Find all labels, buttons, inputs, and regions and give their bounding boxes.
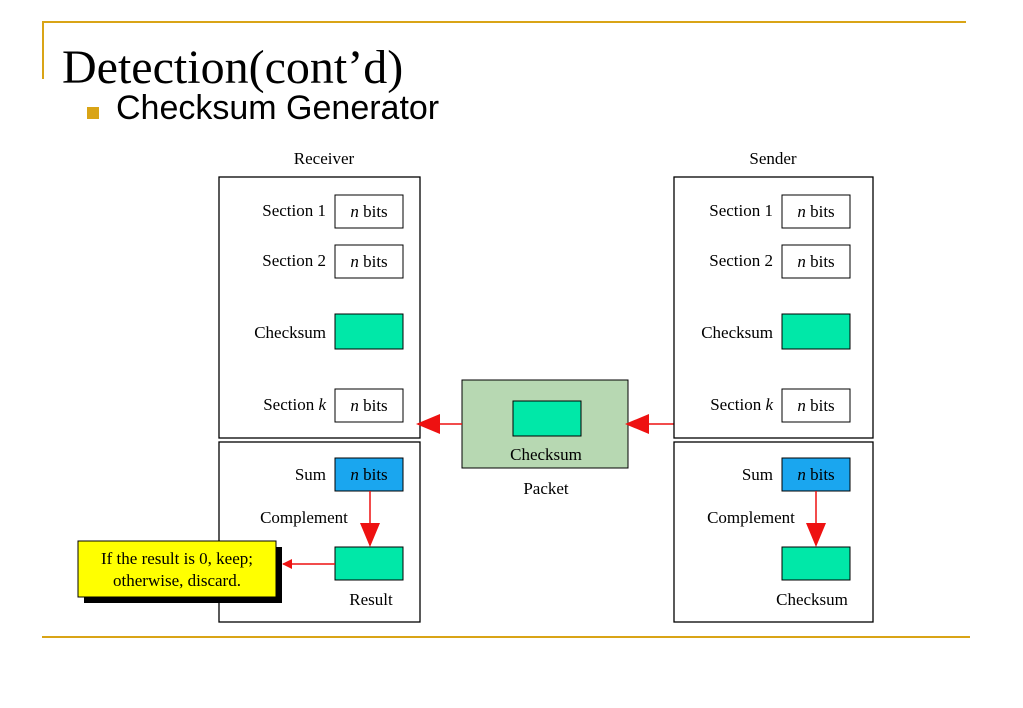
receiver-section2-bits: n bits <box>350 252 387 271</box>
sender-section1-bits-box <box>781 194 851 229</box>
sender-title: Sender <box>749 149 797 168</box>
receiver-section1-label: Section 1 <box>262 201 326 220</box>
receiver-section2-label: Section 2 <box>262 251 326 270</box>
note-line-1: If the result is 0, keep; <box>101 549 253 568</box>
sender-complement-label: Complement <box>707 508 795 527</box>
sender-section2-bits-box <box>781 244 851 279</box>
sender-sectionk-bits-box <box>781 388 851 423</box>
receiver-checksum-block <box>334 313 404 350</box>
sender-sum-label: Sum <box>742 465 773 484</box>
decision-note: If the result is 0, keep; otherwise, dis… <box>77 540 282 603</box>
receiver-sectionk-label: Section k <box>263 395 326 414</box>
packet-caption: Packet <box>523 479 569 498</box>
sender-sum-bits: n bits <box>797 465 834 484</box>
packet-checksum-label: Checksum <box>510 445 582 464</box>
sender-output-label: Checksum <box>776 590 848 609</box>
receiver-sectionk-bits: n bits <box>350 396 387 415</box>
bullet-marker <box>87 107 99 119</box>
sender-checksum-block <box>781 313 851 350</box>
slide-title: Detection(cont’d) <box>62 41 404 94</box>
receiver-section2-bits-box <box>334 244 404 279</box>
left-rule <box>42 21 44 79</box>
receiver-panel: Receiver Section 1 n bits Section 2 n bi… <box>218 149 421 623</box>
note-line-2: otherwise, discard. <box>113 571 241 590</box>
sender-section1-label: Section 1 <box>709 201 773 220</box>
bullet-text: Checksum Generator <box>116 89 440 127</box>
receiver-sum-bits: n bits <box>350 465 387 484</box>
receiver-sectionk-bits-box <box>334 388 404 423</box>
top-rule <box>42 21 966 23</box>
receiver-sum-block <box>334 457 404 492</box>
sender-output-checksum-block <box>781 546 851 581</box>
receiver-title: Receiver <box>294 149 355 168</box>
sender-checksum-label: Checksum <box>701 323 773 342</box>
sender-section2-label: Section 2 <box>709 251 773 270</box>
bottom-rule <box>42 636 970 638</box>
sender-section1-bits: n bits <box>797 202 834 221</box>
sender-sectionk-bits: n bits <box>797 396 834 415</box>
packet: Checksum Packet <box>461 379 629 498</box>
sender-sum-block <box>781 457 851 492</box>
receiver-section1-bits: n bits <box>350 202 387 221</box>
sender-sectionk-label: Section k <box>710 395 773 414</box>
packet-checksum-block <box>512 400 582 437</box>
receiver-complement-label: Complement <box>260 508 348 527</box>
receiver-result-label: Result <box>349 590 393 609</box>
note-box <box>77 540 277 598</box>
receiver-result-block <box>334 546 404 581</box>
receiver-sum-label: Sum <box>295 465 326 484</box>
receiver-section1-bits-box <box>334 194 404 229</box>
sender-section2-bits: n bits <box>797 252 834 271</box>
receiver-checksum-label: Checksum <box>254 323 326 342</box>
sender-panel: Sender Section 1 n bits Section 2 n bits… <box>673 149 874 623</box>
